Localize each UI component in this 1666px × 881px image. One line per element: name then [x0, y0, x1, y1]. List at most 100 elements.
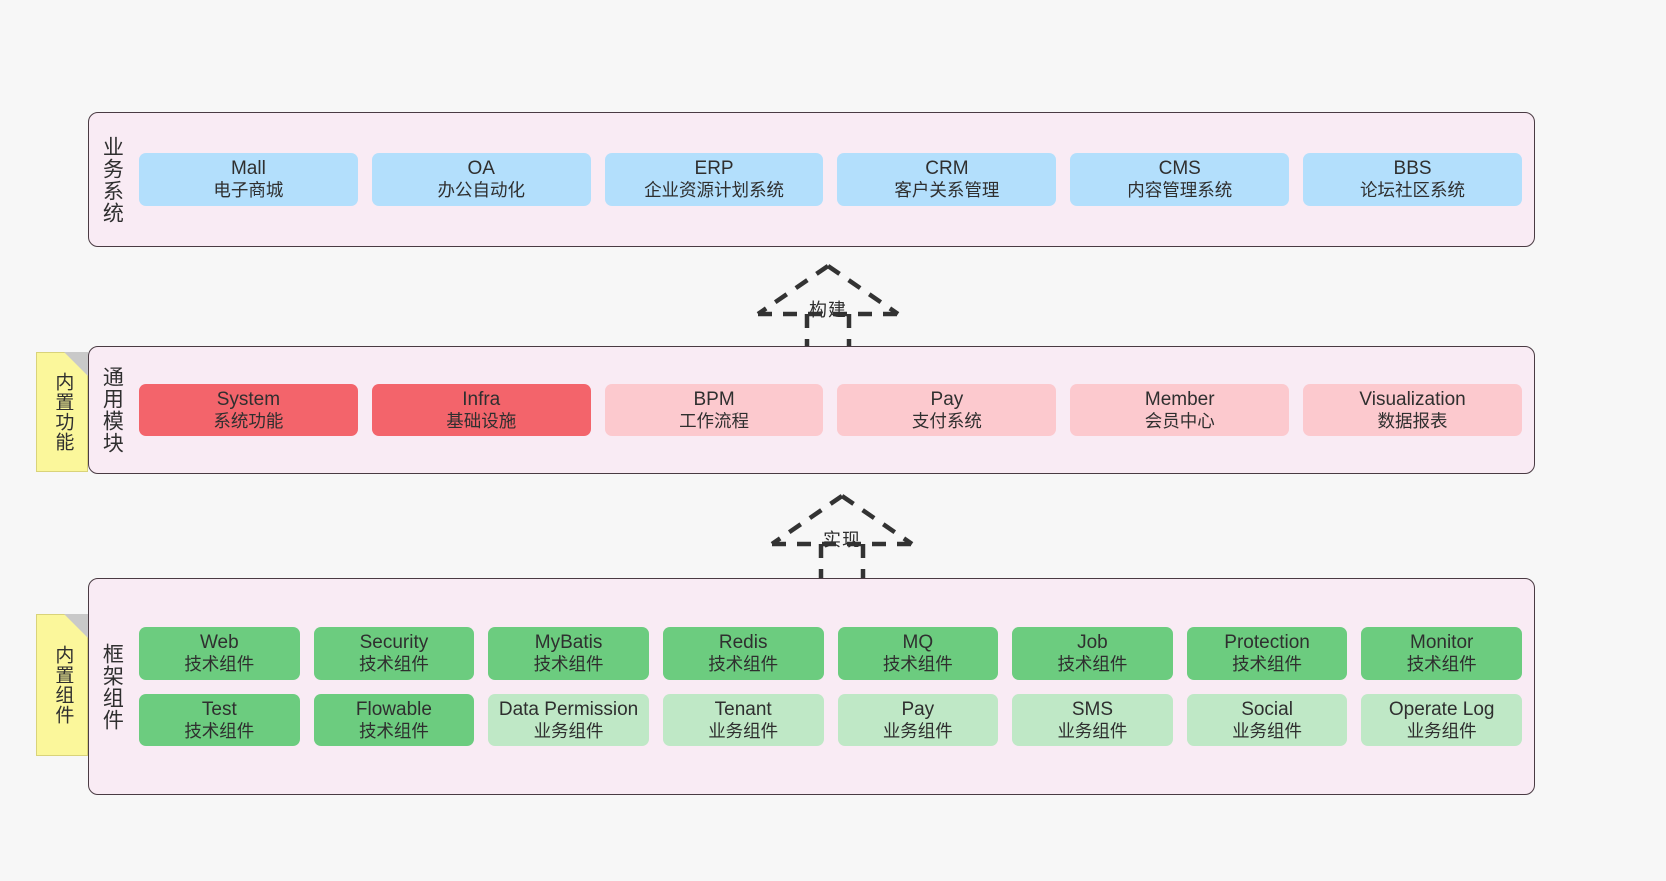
folded-corner-icon — [64, 352, 88, 376]
node-sms[interactable]: SMS 业务组件 — [1012, 693, 1173, 747]
node-subtitle: 办公自动化 — [437, 180, 525, 201]
node-system[interactable]: System 系统功能 — [139, 383, 358, 437]
node-protection[interactable]: Protection 技术组件 — [1186, 626, 1348, 680]
node-mq[interactable]: MQ 技术组件 — [837, 626, 999, 680]
node-subtitle: 技术组件 — [533, 654, 604, 675]
node-test[interactable]: Test 技术组件 — [139, 693, 300, 747]
node-subtitle: 电子商城 — [213, 180, 284, 201]
node-subtitle: 数据报表 — [1377, 410, 1448, 431]
node-title: Visualization — [1359, 388, 1466, 410]
node-subtitle: 内容管理系统 — [1127, 180, 1233, 201]
sticky-note-label: 内置组件 — [52, 645, 74, 725]
node-title: Security — [359, 631, 429, 653]
layer-body-framework-components: Web 技术组件 Security 技术组件 MyBatis 技术组件 Redi… — [133, 579, 1534, 794]
node-data-permission[interactable]: Data Permission 业务组件 — [488, 693, 649, 747]
layer-title-framework-components: 框架组件 — [100, 642, 124, 731]
node-subtitle: 业务组件 — [1232, 720, 1303, 741]
node-title: Redis — [718, 631, 768, 653]
layer-title-common-modules: 通用模块 — [100, 366, 124, 454]
node-title: Pay — [930, 388, 964, 410]
node-web[interactable]: Web 技术组件 — [139, 626, 300, 680]
node-title: Infra — [462, 388, 501, 410]
node-title: OA — [467, 158, 495, 180]
node-title: Flowable — [355, 698, 432, 720]
node-subtitle: 技术组件 — [1406, 654, 1477, 675]
sticky-note-label: 内置功能 — [52, 372, 74, 452]
layer-title-business-systems: 业务系统 — [100, 135, 124, 224]
connector-label: 构建 — [809, 300, 847, 320]
connector-label: 实现 — [823, 530, 861, 550]
node-title: Mall — [230, 158, 266, 180]
node-title: BPM — [693, 388, 735, 410]
node-subtitle: 系统功能 — [213, 410, 284, 431]
layer-common-modules: 通用模块 System 系统功能 Infra 基础设施 BPM 工作流程 Pay… — [88, 346, 1535, 474]
connector-implement: 实现 — [762, 492, 922, 584]
node-pay-component[interactable]: Pay 业务组件 — [837, 693, 999, 747]
node-title: Operate Log — [1388, 698, 1495, 720]
node-flowable[interactable]: Flowable 技术组件 — [313, 693, 475, 747]
node-title: Member — [1144, 388, 1215, 410]
node-title: CMS — [1158, 158, 1201, 180]
node-subtitle: 技术组件 — [358, 720, 429, 741]
layer-business-systems: 业务系统 Mall 电子商城 OA 办公自动化 ERP 企业资源计划系统 CRM… — [88, 112, 1535, 247]
node-infra[interactable]: Infra 基础设施 — [371, 383, 591, 437]
node-title: Test — [201, 698, 237, 720]
node-pay[interactable]: Pay 支付系统 — [837, 383, 1057, 437]
node-oa[interactable]: OA 办公自动化 — [371, 153, 591, 206]
node-tenant[interactable]: Tenant 业务组件 — [662, 693, 824, 747]
node-bpm[interactable]: BPM 工作流程 — [604, 383, 824, 437]
node-title: ERP — [694, 158, 734, 180]
node-title: System — [216, 388, 281, 410]
node-title: CRM — [925, 158, 969, 180]
node-subtitle: 企业资源计划系统 — [644, 180, 785, 201]
node-subtitle: 工作流程 — [679, 410, 750, 431]
node-subtitle: 基础设施 — [446, 410, 517, 431]
node-job[interactable]: Job 技术组件 — [1012, 626, 1173, 680]
folded-corner-icon — [64, 614, 88, 638]
node-cms[interactable]: CMS 内容管理系统 — [1070, 153, 1290, 206]
node-subtitle: 技术组件 — [1057, 654, 1128, 675]
node-redis[interactable]: Redis 技术组件 — [662, 626, 824, 680]
node-crm[interactable]: CRM 客户关系管理 — [837, 153, 1057, 206]
node-title: Web — [199, 631, 239, 653]
node-subtitle: 技术组件 — [882, 654, 953, 675]
node-subtitle: 业务组件 — [1406, 720, 1477, 741]
node-subtitle: 会员中心 — [1144, 410, 1215, 431]
node-row: Test 技术组件 Flowable 技术组件 Data Permission … — [139, 693, 1522, 747]
generalization-arrow-icon — [756, 264, 900, 352]
node-bbs[interactable]: BBS 论坛社区系统 — [1303, 153, 1522, 206]
node-subtitle: 技术组件 — [708, 654, 779, 675]
node-mybatis[interactable]: MyBatis 技术组件 — [488, 626, 649, 680]
node-social[interactable]: Social 业务组件 — [1186, 693, 1348, 747]
node-subtitle: 业务组件 — [708, 720, 779, 741]
node-subtitle: 业务组件 — [1057, 720, 1128, 741]
sticky-note-builtin-features: 内置功能 — [36, 352, 88, 472]
node-subtitle: 客户关系管理 — [894, 180, 1000, 201]
node-title: MyBatis — [534, 631, 603, 653]
node-erp[interactable]: ERP 企业资源计划系统 — [604, 153, 824, 206]
node-title: MQ — [902, 631, 934, 653]
node-title: BBS — [1393, 158, 1432, 180]
connector-build: 构建 — [748, 262, 908, 354]
node-row: Web 技术组件 Security 技术组件 MyBatis 技术组件 Redi… — [139, 626, 1522, 680]
node-operate-log[interactable]: Operate Log 业务组件 — [1361, 693, 1522, 747]
node-subtitle: 技术组件 — [184, 720, 255, 741]
node-visualization[interactable]: Visualization 数据报表 — [1303, 383, 1522, 437]
node-monitor[interactable]: Monitor 技术组件 — [1361, 626, 1522, 680]
node-security[interactable]: Security 技术组件 — [313, 626, 475, 680]
node-title: SMS — [1071, 698, 1114, 720]
node-title: Monitor — [1410, 631, 1474, 653]
layer-framework-components: 框架组件 Web 技术组件 Security 技术组件 MyBatis 技术组件… — [88, 578, 1535, 795]
node-subtitle: 技术组件 — [1232, 654, 1303, 675]
sticky-note-builtin-components: 内置组件 — [36, 614, 88, 756]
node-title: Data Permission — [498, 698, 639, 720]
node-subtitle: 业务组件 — [533, 720, 604, 741]
generalization-arrow-icon — [770, 494, 914, 582]
node-mall[interactable]: Mall 电子商城 — [139, 153, 358, 206]
node-subtitle: 业务组件 — [882, 720, 953, 741]
layer-body-business-systems: Mall 电子商城 OA 办公自动化 ERP 企业资源计划系统 CRM 客户关系… — [133, 113, 1534, 246]
node-row: System 系统功能 Infra 基础设施 BPM 工作流程 Pay 支付系统… — [139, 383, 1522, 437]
node-title: Job — [1077, 631, 1108, 653]
node-member[interactable]: Member 会员中心 — [1070, 383, 1290, 437]
